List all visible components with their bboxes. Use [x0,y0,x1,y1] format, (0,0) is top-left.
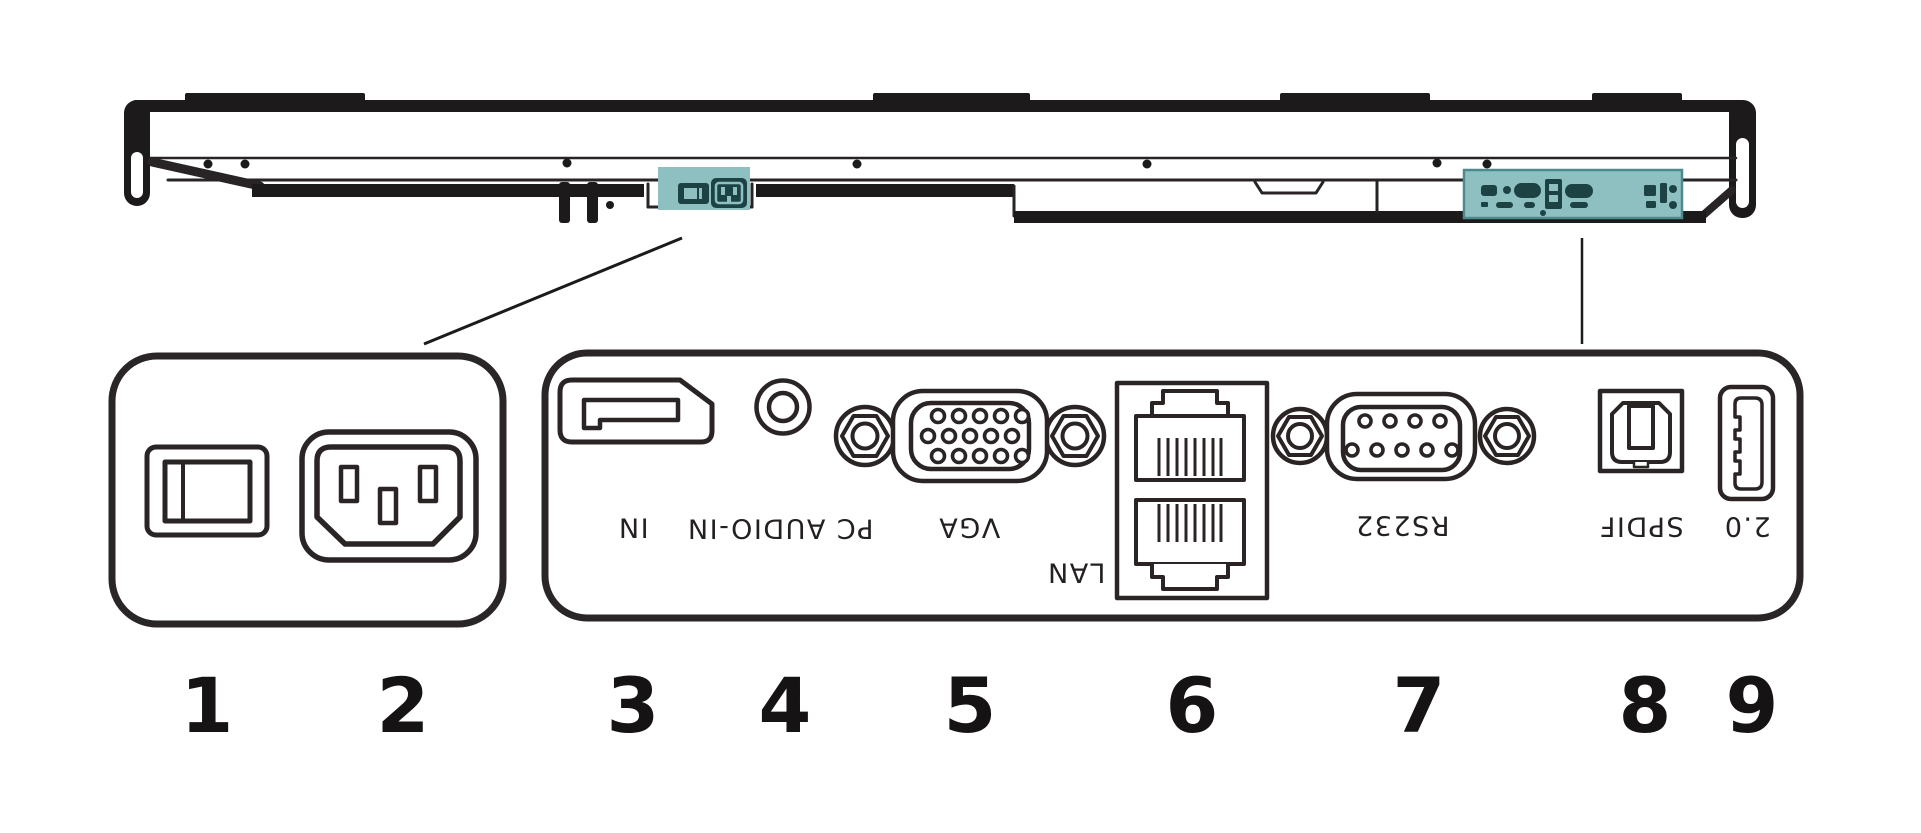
label-displayport-in: IN [617,511,649,543]
number-9: 9 [1725,661,1779,750]
panel-screws [203,158,1492,209]
mini-io-ports-icons [1481,179,1677,216]
label-lan: LAN [1046,556,1106,588]
panel-spacer-tabs [185,93,1682,102]
label-pc-audio-in: PC AUDIO-IN [686,512,874,544]
port-rs232 [1270,391,1537,482]
panel-highlights [658,167,1684,220]
port-spdif [1597,388,1685,474]
mini-ac-inlet-icon [711,178,747,208]
number-6: 6 [1165,661,1219,750]
label-rs232: RS232 [1354,509,1450,541]
number-1: 1 [180,661,234,750]
label-spdif: SPDIF [1598,510,1684,542]
port-vga [833,388,1107,484]
panel-left-foot [124,100,150,206]
number-4: 4 [758,661,812,750]
number-8: 8 [1618,661,1672,750]
mini-power-switch-icon [678,183,709,204]
number-2: 2 [376,661,430,750]
port-power-switch [144,444,270,538]
port-ac-inlet [299,429,479,563]
panel-profile-drawing [124,93,1756,223]
port-displayport-in [557,377,715,445]
panel-right-foot [1696,100,1756,222]
number-5: 5 [943,661,997,750]
label-usb-2-0: 2.0 [1723,510,1771,542]
port-usb [1717,384,1776,502]
port-audio-jack [754,378,812,436]
panel-top-bar [130,100,1746,112]
number-3: 3 [606,661,660,750]
number-7: 7 [1392,661,1446,750]
panel-bracket [559,182,598,223]
leader-line-left [423,236,683,346]
label-vga: VGA [937,511,1001,543]
port-lan [1114,380,1270,601]
